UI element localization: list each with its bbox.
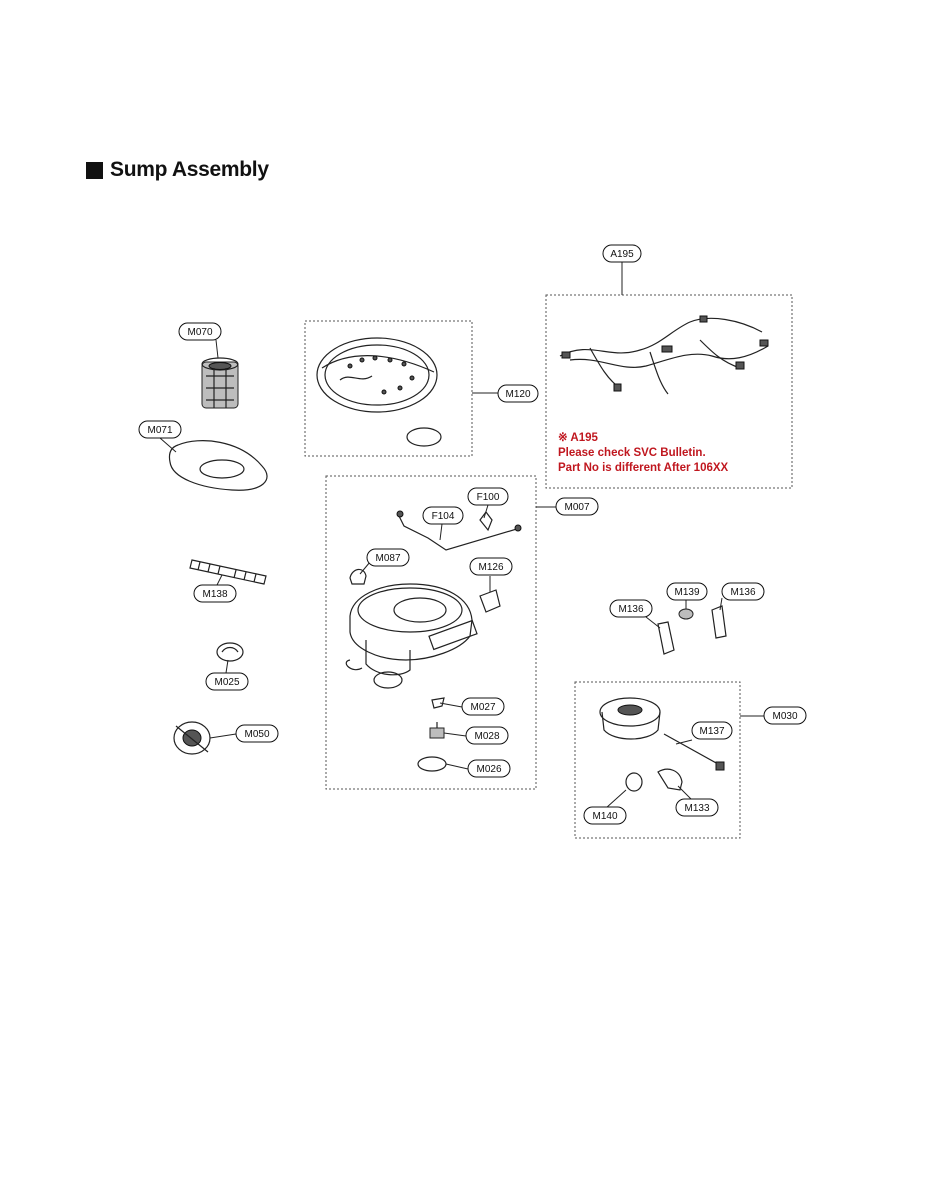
svg-text:M028: M028 (474, 731, 499, 742)
m120-disc-part (316, 337, 442, 447)
m133-elbow-part (657, 768, 683, 791)
svg-text:M138: M138 (202, 589, 227, 600)
callout-m025: M025 (205, 672, 249, 691)
m136-right-bracket-part (711, 605, 727, 639)
svg-text:M027: M027 (470, 702, 495, 713)
m070-filter-part (201, 357, 239, 409)
m050-pump-part (173, 721, 211, 755)
m139-grommet-part (678, 608, 694, 620)
svg-text:M070: M070 (187, 327, 212, 338)
m026-cover-part (417, 756, 447, 772)
callout-m136-left: M136 (609, 599, 653, 618)
callout-m133: M133 (675, 798, 719, 817)
callout-m027: M027 (461, 697, 505, 716)
m027-bracket-part (431, 697, 445, 709)
svg-text:M071: M071 (147, 425, 172, 436)
svg-text:M137: M137 (699, 726, 724, 737)
m087-clip-part (349, 568, 367, 585)
callout-f104: F104 (422, 506, 464, 525)
m007-group-box (325, 475, 537, 790)
callout-m126: M126 (469, 557, 513, 576)
svg-text:M136: M136 (730, 587, 755, 598)
callout-f100: F100 (467, 487, 509, 506)
m030-motor-part (599, 697, 661, 740)
leader-lines (159, 262, 764, 809)
m120-group-box (304, 320, 473, 457)
m071-gasket-part (168, 440, 268, 491)
section-heading: Sump Assembly (86, 156, 269, 184)
callout-m140: M140 (583, 806, 627, 825)
square-bullet-icon (86, 161, 103, 179)
m140-cap-part (625, 772, 643, 792)
svg-text:M025: M025 (214, 677, 239, 688)
callout-m030: M030 (763, 706, 807, 725)
callout-m028: M028 (465, 726, 509, 745)
svg-text:M136: M136 (618, 604, 643, 615)
callout-m050: M050 (235, 724, 279, 743)
svg-text:F104: F104 (432, 511, 455, 522)
callout-m087: M087 (366, 548, 410, 567)
callout-a195: A195 (602, 244, 642, 263)
svg-text:F100: F100 (477, 492, 500, 503)
svg-text:M007: M007 (564, 502, 589, 513)
m007-sump-body-part (345, 583, 478, 689)
note-line-3: Part No is different After 106XX (558, 462, 729, 474)
callout-m137: M137 (691, 721, 733, 740)
f104-bracket-part (396, 510, 522, 551)
m136-left-bracket-part (657, 621, 675, 655)
callout-m070: M070 (178, 322, 222, 341)
svg-text:M087: M087 (375, 553, 400, 564)
m028-sensor-part (429, 722, 445, 739)
callout-m138: M138 (193, 584, 237, 603)
callout-m007: M007 (555, 497, 599, 516)
svg-text:M026: M026 (476, 764, 501, 775)
svg-text:M050: M050 (244, 729, 269, 740)
callout-m120: M120 (497, 384, 539, 403)
a195-service-note: ※ A195 Please check SVC Bulletin. Part N… (558, 431, 729, 474)
svg-text:M126: M126 (478, 562, 503, 573)
callout-m071: M071 (138, 420, 182, 439)
svg-text:A195: A195 (610, 249, 634, 260)
m137-sensor-part (663, 733, 725, 771)
note-line-1: ※ A195 (558, 431, 599, 444)
m030-group-box (574, 681, 741, 839)
svg-text:M139: M139 (674, 587, 699, 598)
a195-group-box (545, 294, 793, 489)
page-title: Sump Assembly (110, 158, 269, 181)
m126-clip-part (479, 589, 501, 613)
f100-screw-part (479, 511, 493, 532)
svg-text:M030: M030 (772, 711, 797, 722)
callout-m136-right: M136 (721, 582, 765, 601)
svg-text:M120: M120 (505, 389, 530, 400)
note-line-2: Please check SVC Bulletin. (558, 447, 706, 459)
m138-hose-part (189, 559, 267, 585)
svg-text:M140: M140 (592, 811, 617, 822)
svg-text:M133: M133 (684, 803, 709, 814)
a195-wire-harness-part (559, 315, 769, 395)
callout-m026: M026 (467, 759, 511, 778)
callout-m139: M139 (666, 582, 708, 601)
m025-cap-part (216, 642, 244, 662)
